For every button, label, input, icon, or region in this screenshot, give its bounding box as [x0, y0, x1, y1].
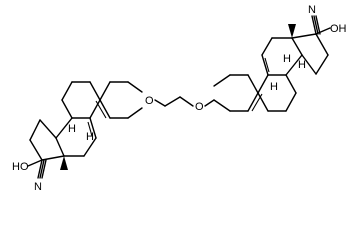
right-ring-c [261, 37, 303, 76]
atom-label-n-top: N [308, 4, 316, 16]
atom-label-oh-top: OH [330, 23, 347, 35]
atom-label-n-bottom: N [34, 181, 42, 193]
atom-label-h-right-a: H [283, 53, 291, 65]
left-ring-c [55, 117, 97, 157]
atom-label-ho-bottom: HO [12, 161, 29, 173]
right-ring-a [213, 74, 259, 112]
left-ring-a [99, 81, 143, 119]
molecule-drawing: O O N OH HO N H H H H H [12, 4, 347, 193]
atom-label-o-left: O [145, 95, 154, 107]
left-steroid-unit [27, 81, 143, 179]
left-ring-d [27, 119, 68, 179]
structure-diagram: O O N OH HO N H H H H H [12, 4, 347, 193]
right-ring-d [288, 15, 331, 75]
atom-label-h-right-c: H [270, 81, 278, 93]
right-steroid-unit [213, 15, 331, 112]
atom-label-o-right: O [195, 101, 204, 113]
atom-label-h-right-b: H [298, 59, 306, 71]
ether-linker [154, 96, 215, 107]
right-ring-b [251, 74, 297, 112]
atom-label-h-left-a: H [68, 123, 76, 135]
left-ring-b [61, 81, 107, 119]
atom-label-h-left-b: H [86, 131, 94, 143]
